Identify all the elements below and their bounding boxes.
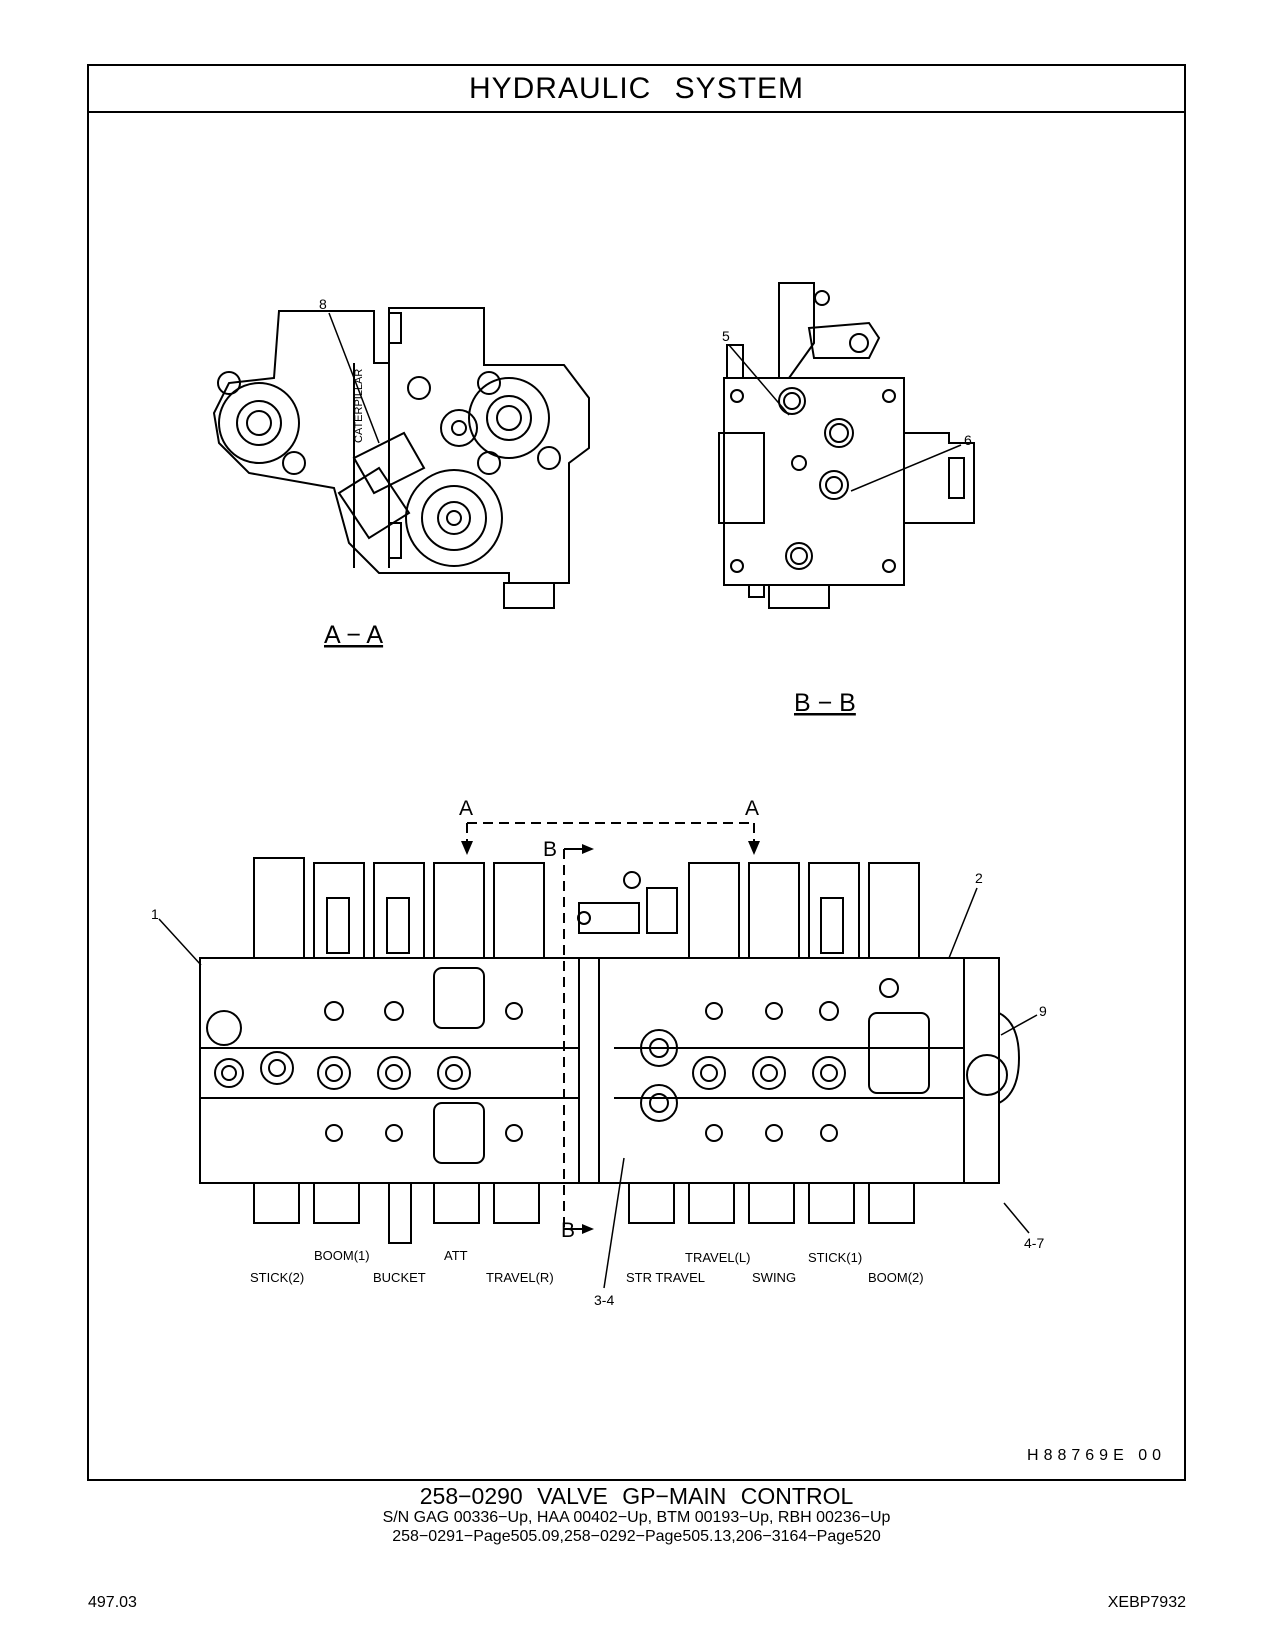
valve-label-stick1: STICK(1) bbox=[808, 1250, 862, 1265]
parts-diagram: CATERPILLAR bbox=[89, 113, 1184, 1479]
callout-4-7: 4-7 bbox=[1024, 1235, 1044, 1251]
document-number: XEBP7932 bbox=[1107, 1594, 1186, 1611]
page-title: HYDRAULIC SYSTEM bbox=[89, 66, 1184, 113]
callout-2: 2 bbox=[975, 870, 983, 886]
section-b-label: B − B bbox=[794, 689, 856, 717]
section-b-view bbox=[718, 282, 975, 609]
callout-1: 1 bbox=[151, 906, 159, 922]
page-number: 497.03 bbox=[88, 1594, 137, 1611]
leader-lines bbox=[158, 312, 1038, 1289]
valve-label-stick2: STICK(2) bbox=[250, 1270, 304, 1285]
valve-label-boom1: BOOM(1) bbox=[314, 1248, 370, 1263]
caption-references: 258−0291−Page505.09,258−0292−Page505.13,… bbox=[392, 1528, 881, 1545]
valve-label-travel-l: TRAVEL(L) bbox=[685, 1250, 751, 1265]
valve-label-str-travel: STR TRAVEL bbox=[626, 1270, 705, 1285]
cut-a-left-label: A bbox=[459, 797, 473, 820]
section-a-label: A − A bbox=[324, 621, 383, 649]
caption-title: 258−0290 VALVE GP−MAIN CONTROL bbox=[419, 1483, 854, 1509]
svg-text:CATERPILLAR: CATERPILLAR bbox=[353, 369, 365, 443]
callout-9: 9 bbox=[1039, 1003, 1047, 1019]
main-control-valve bbox=[199, 857, 1021, 1244]
callout-5: 5 bbox=[722, 328, 730, 344]
valve-label-swing: SWING bbox=[752, 1270, 796, 1285]
caption-serials: S/N GAG 00336−Up, HAA 00402−Up, BTM 0019… bbox=[382, 1509, 891, 1526]
valve-label-att: ATT bbox=[444, 1248, 468, 1263]
cutting-plane-a bbox=[466, 822, 755, 845]
cut-b-top-label: B bbox=[543, 838, 557, 861]
section-a-view: CATERPILLAR bbox=[212, 307, 590, 609]
cut-b-bottom-label: B bbox=[561, 1219, 575, 1242]
callout-8: 8 bbox=[319, 296, 327, 312]
figure-id: H88769E 00 bbox=[1027, 1447, 1166, 1464]
valve-label-travel-r: TRAVEL(R) bbox=[486, 1270, 554, 1285]
valve-label-bucket: BUCKET bbox=[373, 1270, 426, 1285]
figure-frame: HYDRAULIC SYSTEM bbox=[87, 64, 1186, 1481]
valve-label-boom2: BOOM(2) bbox=[868, 1270, 924, 1285]
callout-3-4: 3-4 bbox=[594, 1292, 614, 1308]
callout-6: 6 bbox=[964, 432, 972, 448]
cut-a-right-label: A bbox=[745, 797, 759, 820]
